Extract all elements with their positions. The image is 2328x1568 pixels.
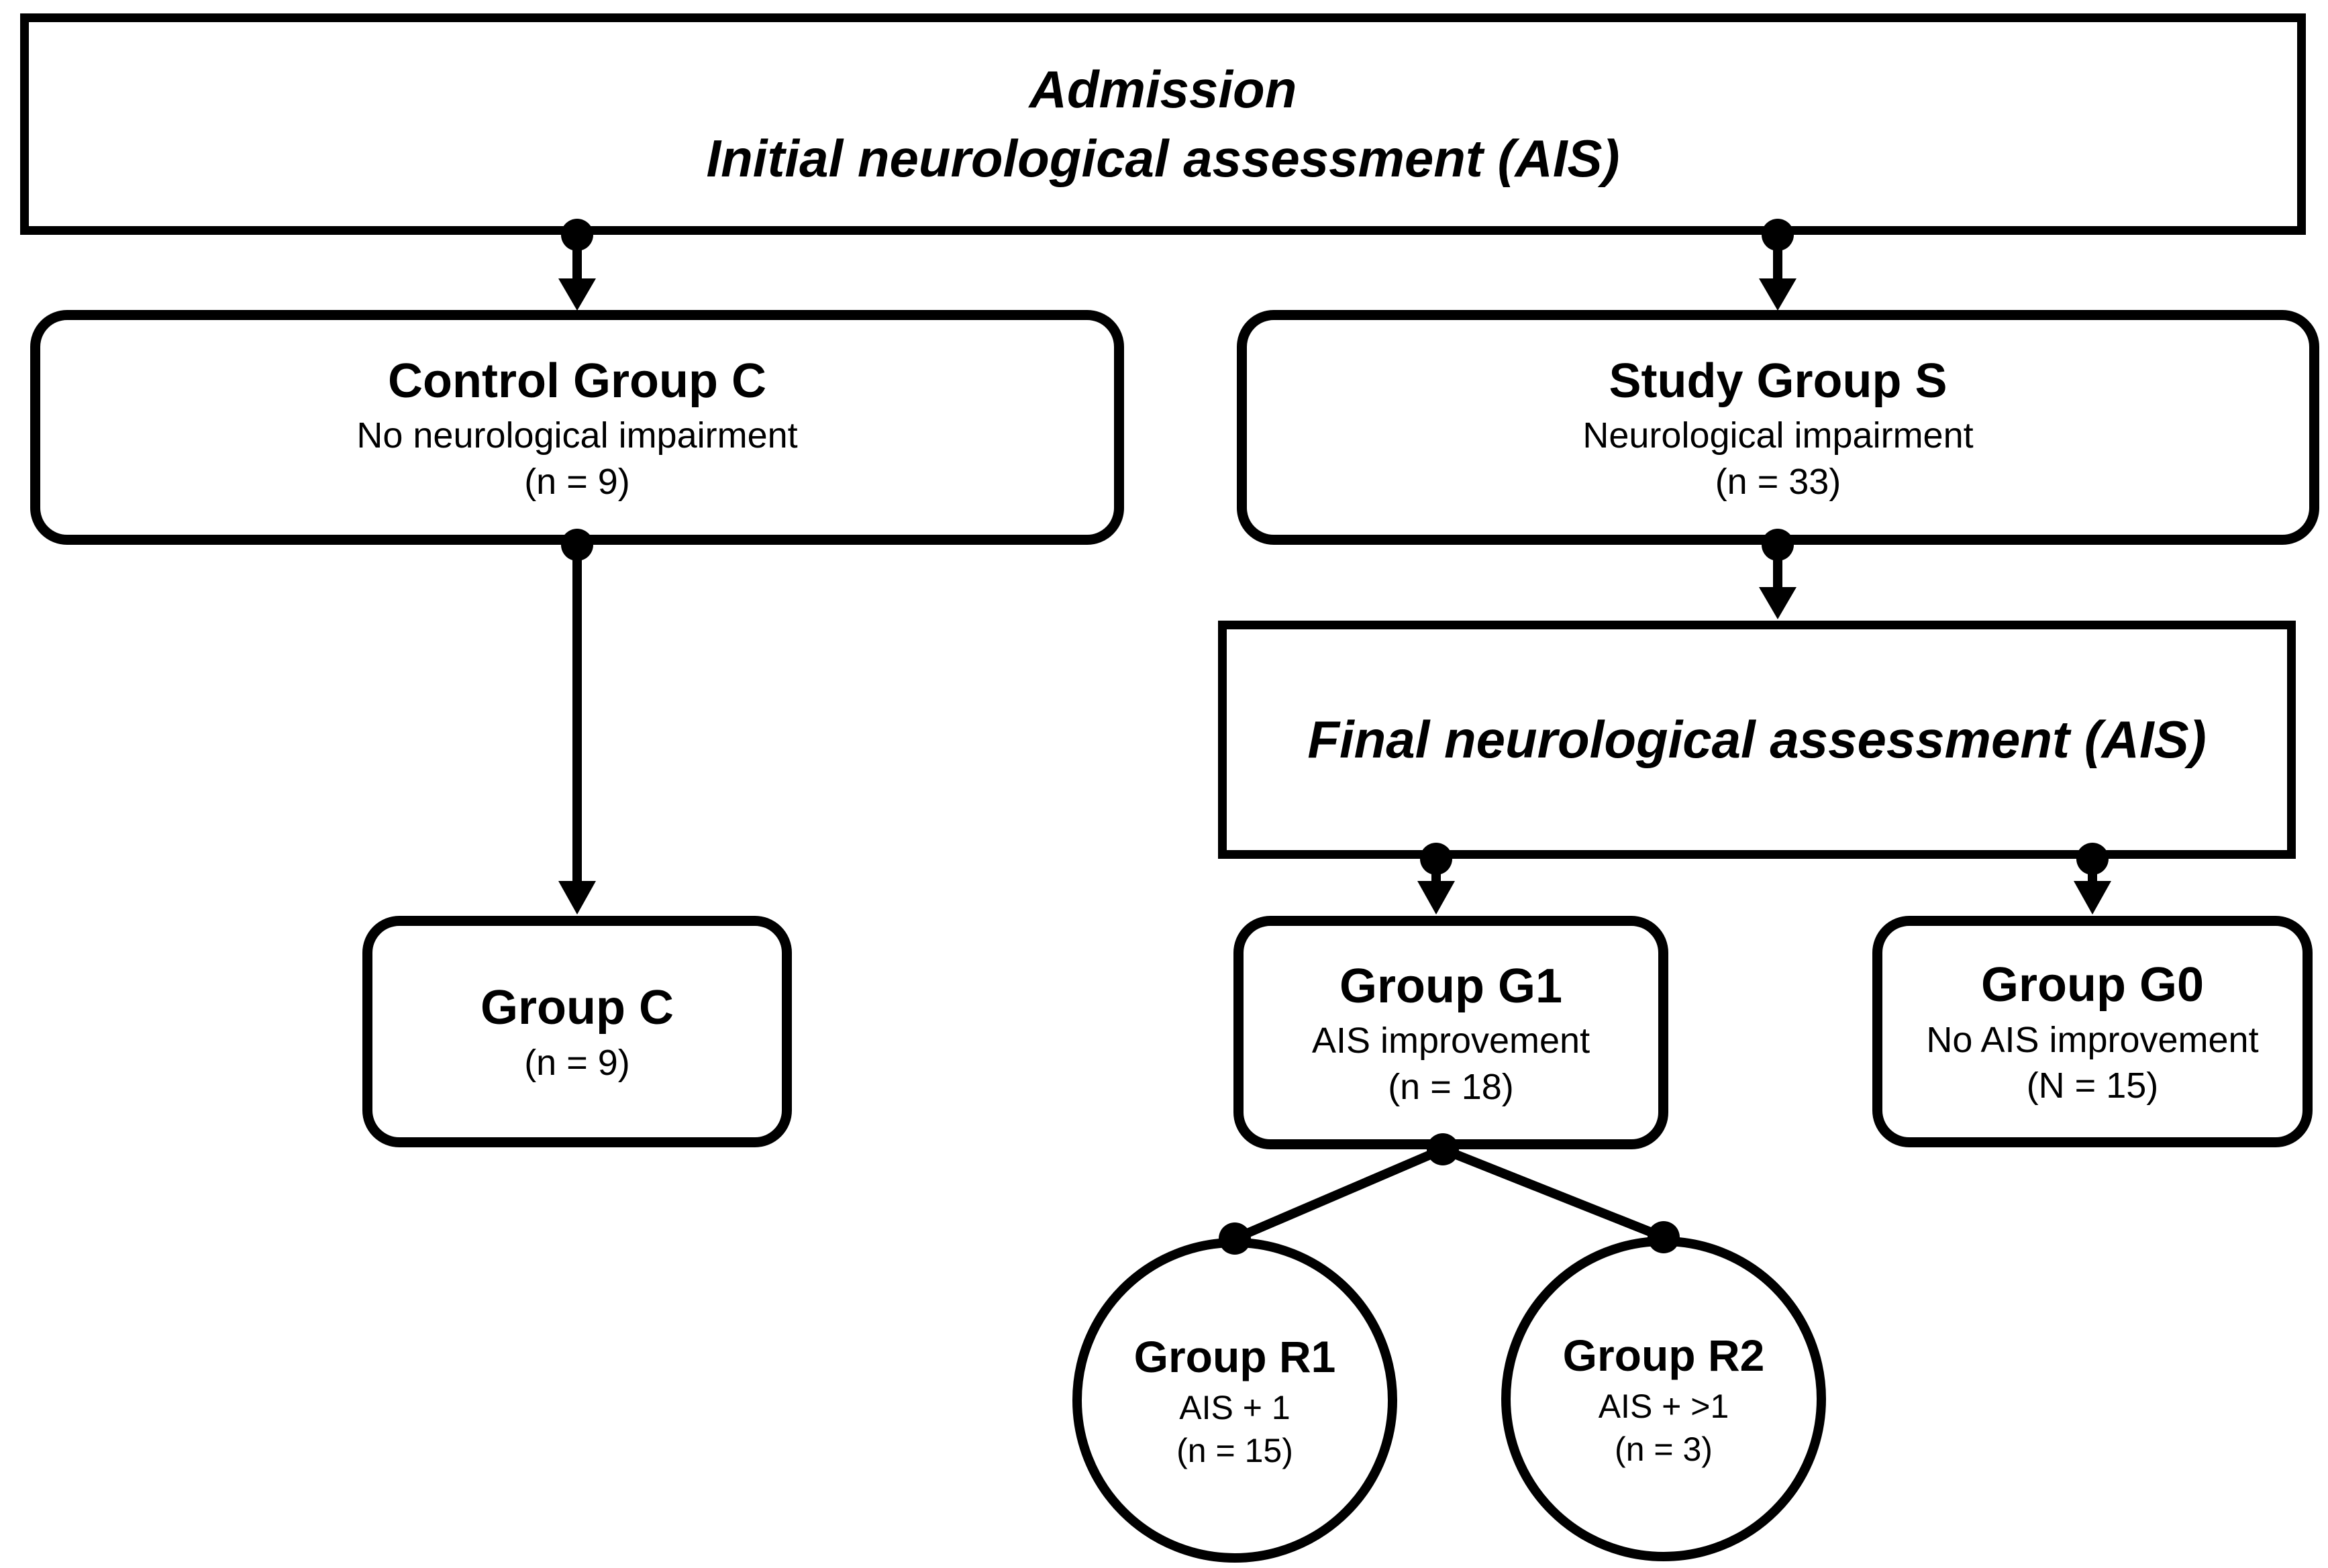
final-assessment-title: Final neurological assessment (AIS) xyxy=(1307,710,2207,770)
group-c-title: Group C xyxy=(480,981,674,1035)
group-g0-subtitle: No AIS improvement xyxy=(1926,1019,2259,1060)
node-final-assessment: Final neurological assessment (AIS) xyxy=(1218,621,2296,859)
node-control-group: Control Group C No neurological impairme… xyxy=(30,310,1124,545)
node-study-group: Study Group S Neurological impairment (n… xyxy=(1237,310,2319,545)
node-group-c: Group C (n = 9) xyxy=(362,916,792,1147)
study-group-title: Study Group S xyxy=(1609,354,1947,408)
group-r1-subtitle: AIS + 1 xyxy=(1179,1388,1290,1426)
connector-control-to-group-c xyxy=(558,529,596,914)
group-r2-subtitle: AIS + >1 xyxy=(1598,1387,1729,1425)
node-group-r1: Group R1 AIS + 1 (n = 15) xyxy=(1072,1238,1397,1563)
group-r2-count: (n = 3) xyxy=(1615,1430,1713,1468)
admission-line2: Initial neurological assessment (AIS) xyxy=(706,129,1620,188)
node-group-g0: Group G0 No AIS improvement (N = 15) xyxy=(1872,916,2313,1147)
control-group-subtitle: No neurological impairment xyxy=(356,415,798,456)
connector-g1-fork xyxy=(1219,1133,1680,1255)
study-group-count: (n = 33) xyxy=(1715,461,1841,502)
control-group-count: (n = 9) xyxy=(524,461,630,502)
group-r1-title: Group R1 xyxy=(1133,1332,1336,1382)
group-r1-count: (n = 15) xyxy=(1176,1431,1293,1469)
control-group-title: Control Group C xyxy=(388,354,766,408)
node-group-r2: Group R2 AIS + >1 (n = 3) xyxy=(1501,1237,1826,1561)
group-c-count: (n = 9) xyxy=(524,1043,630,1083)
group-g0-title: Group G0 xyxy=(1980,958,2204,1012)
group-g1-subtitle: AIS improvement xyxy=(1311,1021,1590,1061)
node-admission: Admission Initial neurological assessmen… xyxy=(20,13,2306,235)
study-group-subtitle: Neurological impairment xyxy=(1582,415,1974,456)
group-g1-count: (n = 18) xyxy=(1388,1066,1514,1107)
group-g1-title: Group G1 xyxy=(1339,959,1562,1013)
node-group-g1: Group G1 AIS improvement (n = 18) xyxy=(1233,916,1668,1149)
group-r2-title: Group R2 xyxy=(1562,1330,1765,1381)
group-g0-count: (N = 15) xyxy=(2026,1065,2159,1106)
admission-line1: Admission xyxy=(1029,60,1297,119)
